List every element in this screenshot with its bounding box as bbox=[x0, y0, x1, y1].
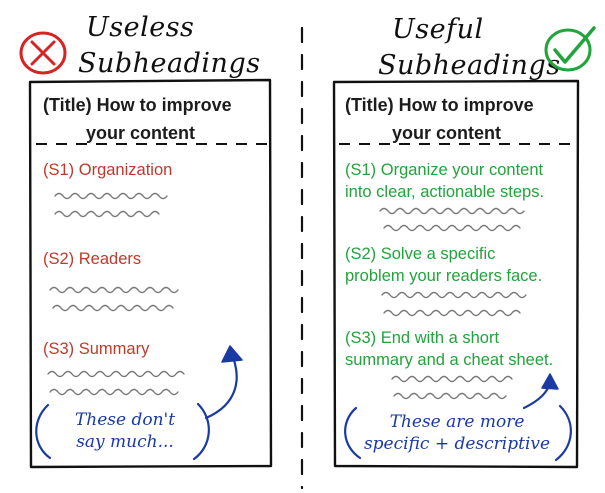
squiggle-line bbox=[383, 224, 521, 232]
squiggle-line bbox=[379, 207, 525, 215]
cross-circle-icon bbox=[19, 31, 67, 75]
left-subhead-3: (S3) Summary bbox=[43, 340, 150, 358]
left-note-line2: say much... bbox=[76, 432, 174, 452]
right-subhead-3-line1: (S3) End with a short bbox=[345, 329, 500, 347]
check-circle-icon bbox=[544, 26, 596, 72]
squiggle-line bbox=[49, 388, 179, 396]
left-heading-line1: Useless bbox=[86, 12, 195, 43]
left-subhead-2: (S2) Readers bbox=[43, 250, 142, 268]
squiggle-line bbox=[391, 375, 513, 383]
squiggle-line bbox=[383, 309, 521, 317]
squiggle-line bbox=[52, 304, 174, 312]
right-note-line2: specific + descriptive bbox=[363, 434, 551, 454]
right-subhead-1-line2: into clear, actionable steps. bbox=[345, 183, 545, 201]
squiggle-line bbox=[54, 192, 168, 200]
squiggle-line bbox=[54, 210, 160, 218]
right-note-bracket bbox=[344, 404, 572, 462]
squiggle-line bbox=[47, 370, 185, 378]
left-title-line1: (Title) How to improve bbox=[43, 95, 232, 115]
right-note-line1: These are more bbox=[389, 412, 525, 432]
squiggle-line bbox=[393, 392, 507, 400]
right-subhead-2-line2: problem your readers face. bbox=[345, 267, 543, 285]
right-title-line2: your content bbox=[392, 123, 502, 143]
left-heading-line2: Subheadings bbox=[78, 48, 261, 79]
left-title-line2: your content bbox=[86, 123, 196, 143]
squiggle-line bbox=[49, 286, 179, 294]
left-subhead-1: (S1) Organization bbox=[43, 161, 173, 179]
squiggle-line bbox=[381, 291, 527, 299]
right-subhead-2-line1: (S2) Solve a specific bbox=[345, 245, 496, 263]
right-heading-line2: Subheadings bbox=[378, 50, 561, 81]
left-note-bracket bbox=[35, 402, 210, 461]
right-subhead-3-line2: summary and a cheat sheet. bbox=[345, 351, 554, 369]
right-title-line1: (Title) How to improve bbox=[345, 95, 534, 115]
right-heading-line1: Useful bbox=[392, 14, 484, 45]
left-note-line1: These don't bbox=[74, 410, 176, 430]
right-subhead-1-line1: (S1) Organize your content bbox=[345, 161, 544, 179]
